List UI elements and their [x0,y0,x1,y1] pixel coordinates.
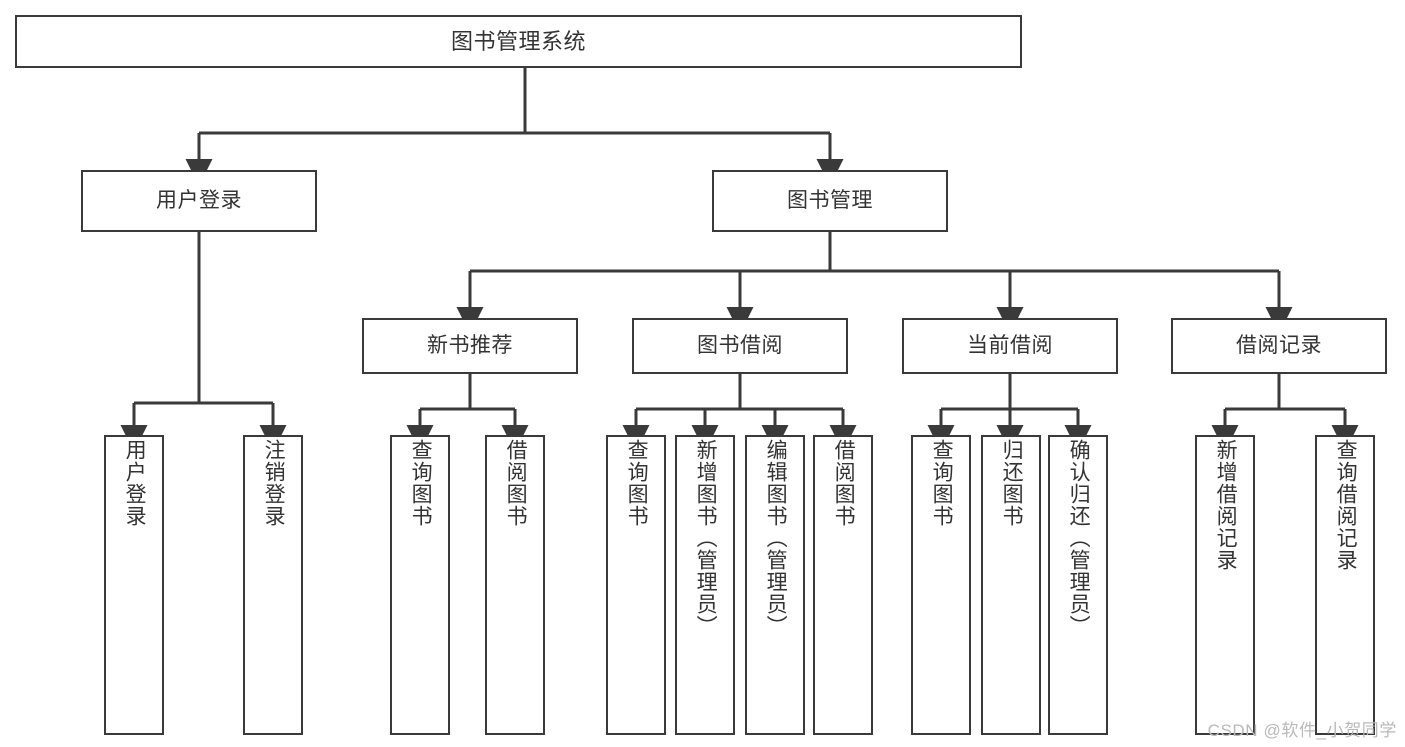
node-label: 图书管理 [787,188,873,212]
node-label: 图书管理系统 [450,28,586,54]
node-borrow-record[interactable]: 借阅记录 [1171,318,1387,374]
node-label: 用户登录 [123,439,147,527]
node-label: 借阅图书 [832,439,856,527]
node-current-borrow[interactable]: 当前借阅 [902,318,1118,374]
leaf-user-login-login[interactable]: 用户登录 [104,435,164,735]
leaf-user-login-logout[interactable]: 注销登录 [243,435,303,735]
node-label: 编辑图书（管理员） [764,439,788,637]
node-new-book-recommend[interactable]: 新书推荐 [362,318,578,374]
node-label: 确认归还（管理员） [1067,439,1091,637]
node-label: 当前借阅 [967,333,1053,357]
leaf-current-borrow-confirm-return-admin[interactable]: 确认归还（管理员） [1048,435,1108,735]
node-label: 借阅记录 [1236,333,1322,357]
node-label: 查询借阅记录 [1334,439,1358,571]
node-book-borrow[interactable]: 图书借阅 [632,318,848,374]
node-label: 用户登录 [156,188,242,212]
leaf-book-borrow-add-book-admin[interactable]: 新增图书（管理员） [675,435,735,735]
leaf-book-borrow-edit-book-admin[interactable]: 编辑图书（管理员） [745,435,805,735]
node-label: 查询图书 [409,439,433,527]
watermark: CSDN @软件_小贺同学 [1207,721,1397,740]
leaf-current-borrow-return-book[interactable]: 归还图书 [981,435,1041,735]
node-label: 注销登录 [262,439,286,527]
leaf-borrow-record-query-record[interactable]: 查询借阅记录 [1315,435,1375,735]
leaf-current-borrow-query-book[interactable]: 查询图书 [911,435,971,735]
node-label: 归还图书 [1000,439,1024,527]
node-book-management[interactable]: 图书管理 [712,170,948,232]
node-label: 新增图书（管理员） [694,439,718,637]
node-label: 查询图书 [930,439,954,527]
node-user-login[interactable]: 用户登录 [81,170,317,232]
leaf-book-borrow-query-book[interactable]: 查询图书 [606,435,666,735]
leaf-book-borrow-borrow-book[interactable]: 借阅图书 [813,435,873,735]
node-label: 新增借阅记录 [1214,439,1238,571]
node-label: 借阅图书 [504,439,528,527]
node-label: 图书借阅 [697,333,783,357]
node-label: 新书推荐 [427,333,513,357]
leaf-new-book-borrow-book[interactable]: 借阅图书 [485,435,545,735]
leaf-borrow-record-add-record[interactable]: 新增借阅记录 [1195,435,1255,735]
node-root-book-management-system[interactable]: 图书管理系统 [15,15,1022,68]
leaf-new-book-query-book[interactable]: 查询图书 [390,435,450,735]
node-label: 查询图书 [625,439,649,527]
